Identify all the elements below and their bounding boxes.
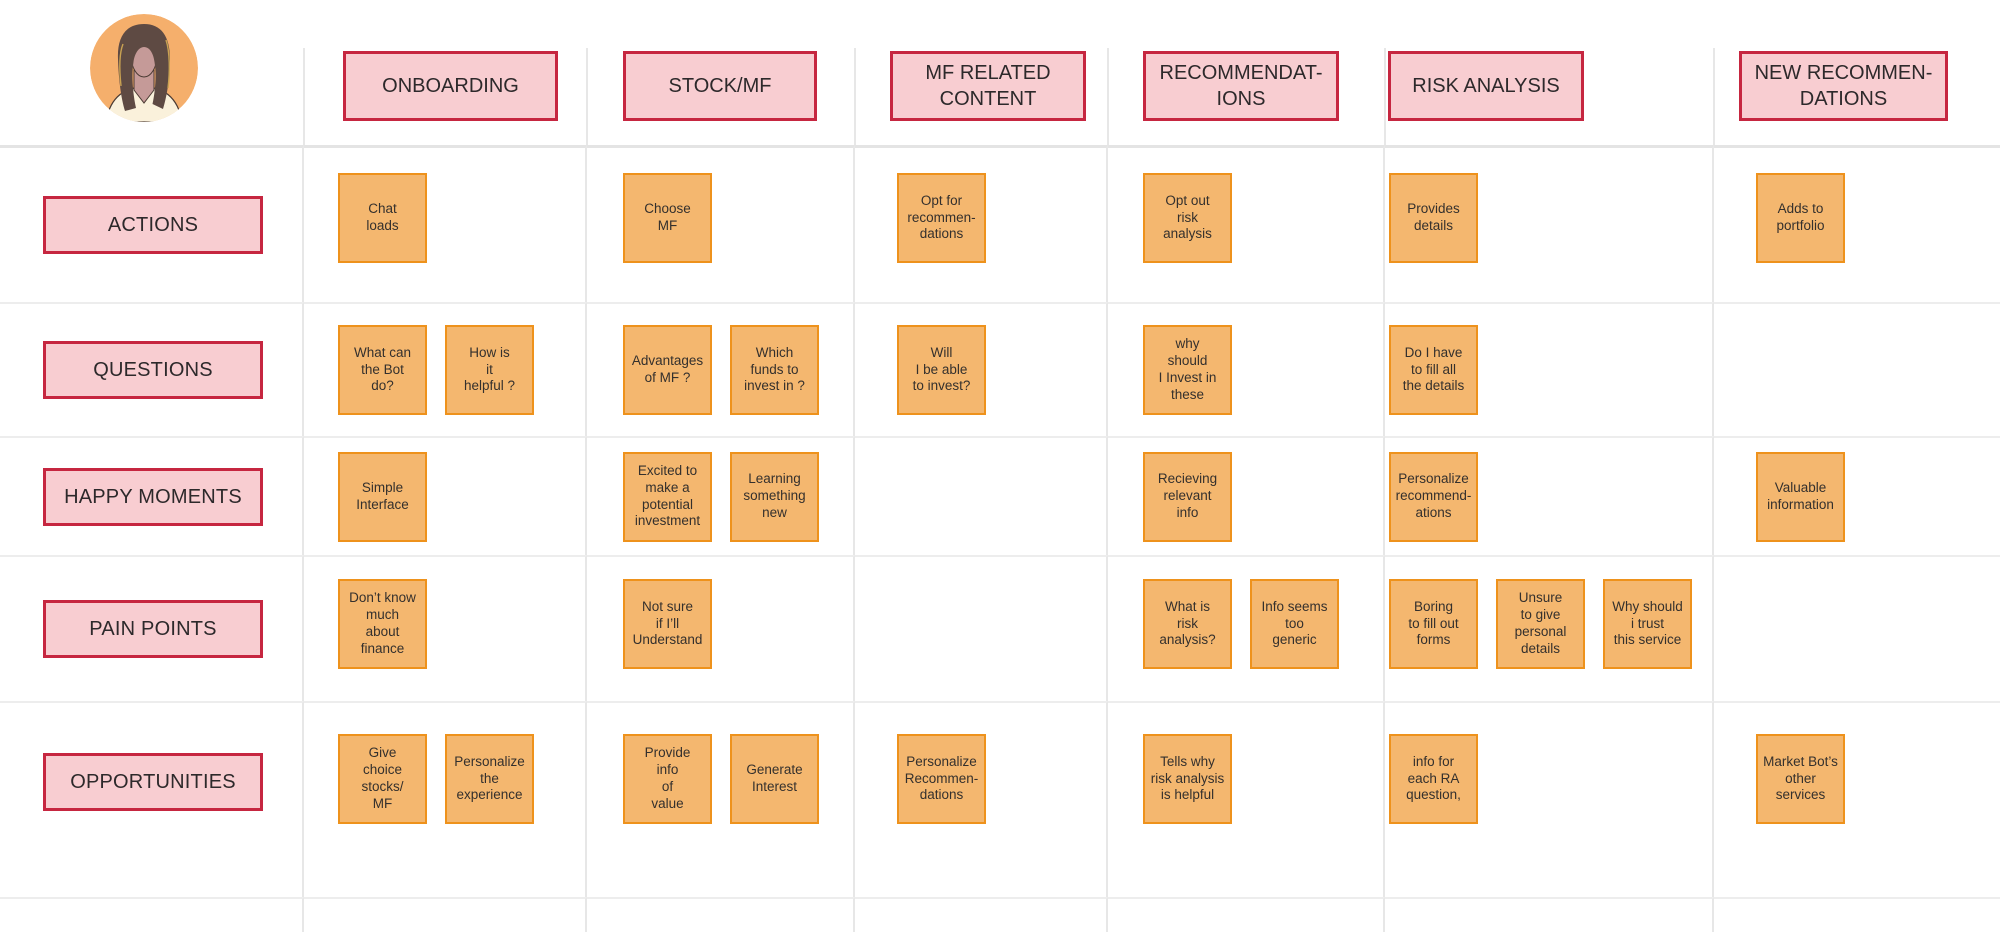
sticky-note[interactable]: Provide info of value — [623, 734, 712, 824]
sticky-note[interactable]: Give choice stocks/ MF — [338, 734, 427, 824]
column-header-onboarding[interactable]: ONBOARDING — [343, 51, 558, 121]
sticky-note[interactable]: Boring to fill out forms — [1389, 579, 1478, 669]
sticky-note[interactable]: Choose MF — [623, 173, 712, 263]
grid-cell — [1385, 897, 1714, 932]
grid-cell: Choose MF — [587, 145, 855, 302]
sticky-note[interactable]: Generate Interest — [730, 734, 819, 824]
sticky-note[interactable]: Advantages of MF ? — [623, 325, 712, 415]
grid-cell: Opt for recommen- dations — [855, 145, 1108, 302]
sticky-note[interactable]: Market Bot’s other services — [1756, 734, 1845, 824]
grid-cell — [0, 897, 304, 932]
grid-cell: What can the Bot do?How is it helpful ? — [304, 302, 587, 436]
grid-cell — [855, 436, 1108, 555]
sticky-note[interactable]: Tells why risk analysis is helpful — [1143, 734, 1232, 824]
grid-cell: ONBOARDING — [304, 0, 588, 145]
sticky-note[interactable]: Learning something new — [730, 451, 819, 542]
grid-cell — [0, 0, 305, 145]
sticky-note[interactable]: What is risk analysis? — [1143, 579, 1232, 669]
grid-cell — [1714, 302, 2000, 436]
grid-cell: Recieving relevant info — [1108, 436, 1385, 555]
persona-avatar[interactable] — [90, 14, 198, 122]
grid-cell: Adds to portfolio — [1714, 145, 2000, 302]
grid-cell: Provides details — [1385, 145, 1714, 302]
row-label-opportunities[interactable]: OPPORTUNITIES — [43, 753, 263, 811]
grid-cell: ACTIONS — [0, 145, 304, 302]
sticky-note[interactable]: Unsure to give personal details — [1496, 579, 1585, 669]
grid-cell: HAPPY MOMENTS — [0, 436, 304, 555]
grid-cell — [1714, 897, 2000, 932]
sticky-note[interactable]: Simple Interface — [338, 451, 427, 542]
grid-cell: info for each RA question, — [1385, 701, 1714, 897]
woman-avatar-illustration — [90, 14, 198, 122]
grid-cell — [1714, 555, 2000, 701]
sticky-note[interactable]: info for each RA question, — [1389, 734, 1478, 824]
grid-cell: Opt out risk analysis — [1108, 145, 1385, 302]
sticky-note[interactable]: Opt for recommen- dations — [897, 173, 986, 263]
sticky-note[interactable]: Adds to portfolio — [1756, 173, 1845, 263]
sticky-note[interactable]: Not sure if I’ll Understand — [623, 579, 712, 669]
grid-cell: Not sure if I’ll Understand — [587, 555, 855, 701]
grid-cell: why should I Invest in these — [1108, 302, 1385, 436]
sticky-note[interactable]: Excited to make a potential investment — [623, 451, 712, 542]
sticky-note[interactable]: Opt out risk analysis — [1143, 173, 1232, 263]
row-label-pain-points[interactable]: PAIN POINTS — [43, 600, 263, 658]
sticky-note[interactable]: Info seems too generic — [1250, 579, 1339, 669]
column-header-new-recommen-dations[interactable]: NEW RECOMMEN-DATIONS — [1739, 51, 1948, 121]
sticky-note[interactable]: Don’t know much about finance — [338, 579, 427, 669]
grid-cell: Market Bot’s other services — [1714, 701, 2000, 897]
grid-cell: Personalize Recommen- dations — [855, 701, 1108, 897]
grid-cell: QUESTIONS — [0, 302, 304, 436]
column-header-mf-related-content[interactable]: MF RELATED CONTENT — [890, 51, 1086, 121]
sticky-note[interactable]: Valuable information — [1756, 451, 1845, 542]
column-header-recommendat-ions[interactable]: RECOMMENDAT-IONS — [1143, 51, 1339, 121]
row-label-actions[interactable]: ACTIONS — [43, 196, 263, 254]
sticky-note[interactable]: Personalize the experience — [445, 734, 534, 824]
sticky-note[interactable]: why should I Invest in these — [1143, 325, 1232, 415]
sticky-note[interactable]: Which funds to invest in ? — [730, 325, 819, 415]
row-label-questions[interactable]: QUESTIONS — [43, 341, 263, 399]
sticky-note[interactable]: Do I have to fill all the details — [1389, 325, 1478, 415]
grid-cell: Simple Interface — [304, 436, 587, 555]
grid-cell — [855, 897, 1108, 932]
grid-cell: Will I be able to invest? — [855, 302, 1108, 436]
column-header-risk-analysis[interactable]: RISK ANALYSIS — [1388, 51, 1584, 121]
grid-cell: NEW RECOMMEN-DATIONS — [1714, 0, 2000, 145]
grid-cell: Do I have to fill all the details — [1385, 302, 1714, 436]
grid-cell: STOCK/MF — [587, 0, 856, 145]
grid-cell: RECOMMENDAT-IONS — [1108, 0, 1386, 145]
grid-cell: OPPORTUNITIES — [0, 701, 304, 897]
sticky-note[interactable]: Personalize recommend- ations — [1389, 451, 1478, 542]
sticky-note[interactable]: Provides details — [1389, 173, 1478, 263]
grid-cell: Personalize recommend- ations — [1385, 436, 1714, 555]
grid-cell: Chat loads — [304, 145, 587, 302]
grid-cell: Advantages of MF ?Which funds to invest … — [587, 302, 855, 436]
grid-cell: Tells why risk analysis is helpful — [1108, 701, 1385, 897]
sticky-note[interactable]: Recieving relevant info — [1143, 451, 1232, 542]
grid-cell — [304, 897, 587, 932]
column-header-stock-mf[interactable]: STOCK/MF — [623, 51, 817, 121]
sticky-note[interactable]: Why should i trust this service — [1603, 579, 1692, 669]
grid-cell — [587, 897, 855, 932]
grid-cell: Valuable information — [1714, 436, 2000, 555]
grid-cell: Don’t know much about finance — [304, 555, 587, 701]
grid-cell: MF RELATED CONTENT — [855, 0, 1109, 145]
grid-cell: RISK ANALYSIS — [1385, 0, 1715, 145]
grid-cell — [855, 555, 1108, 701]
sticky-note[interactable]: How is it helpful ? — [445, 325, 534, 415]
row-label-happy-moments[interactable]: HAPPY MOMENTS — [43, 467, 263, 526]
grid-cell — [1108, 897, 1385, 932]
grid-cell: What is risk analysis?Info seems too gen… — [1108, 555, 1385, 701]
grid-cell: PAIN POINTS — [0, 555, 304, 701]
sticky-note[interactable]: Chat loads — [338, 173, 427, 263]
sticky-note[interactable]: Will I be able to invest? — [897, 325, 986, 415]
sticky-note[interactable]: Personalize Recommen- dations — [897, 734, 986, 824]
sticky-note[interactable]: What can the Bot do? — [338, 325, 427, 415]
